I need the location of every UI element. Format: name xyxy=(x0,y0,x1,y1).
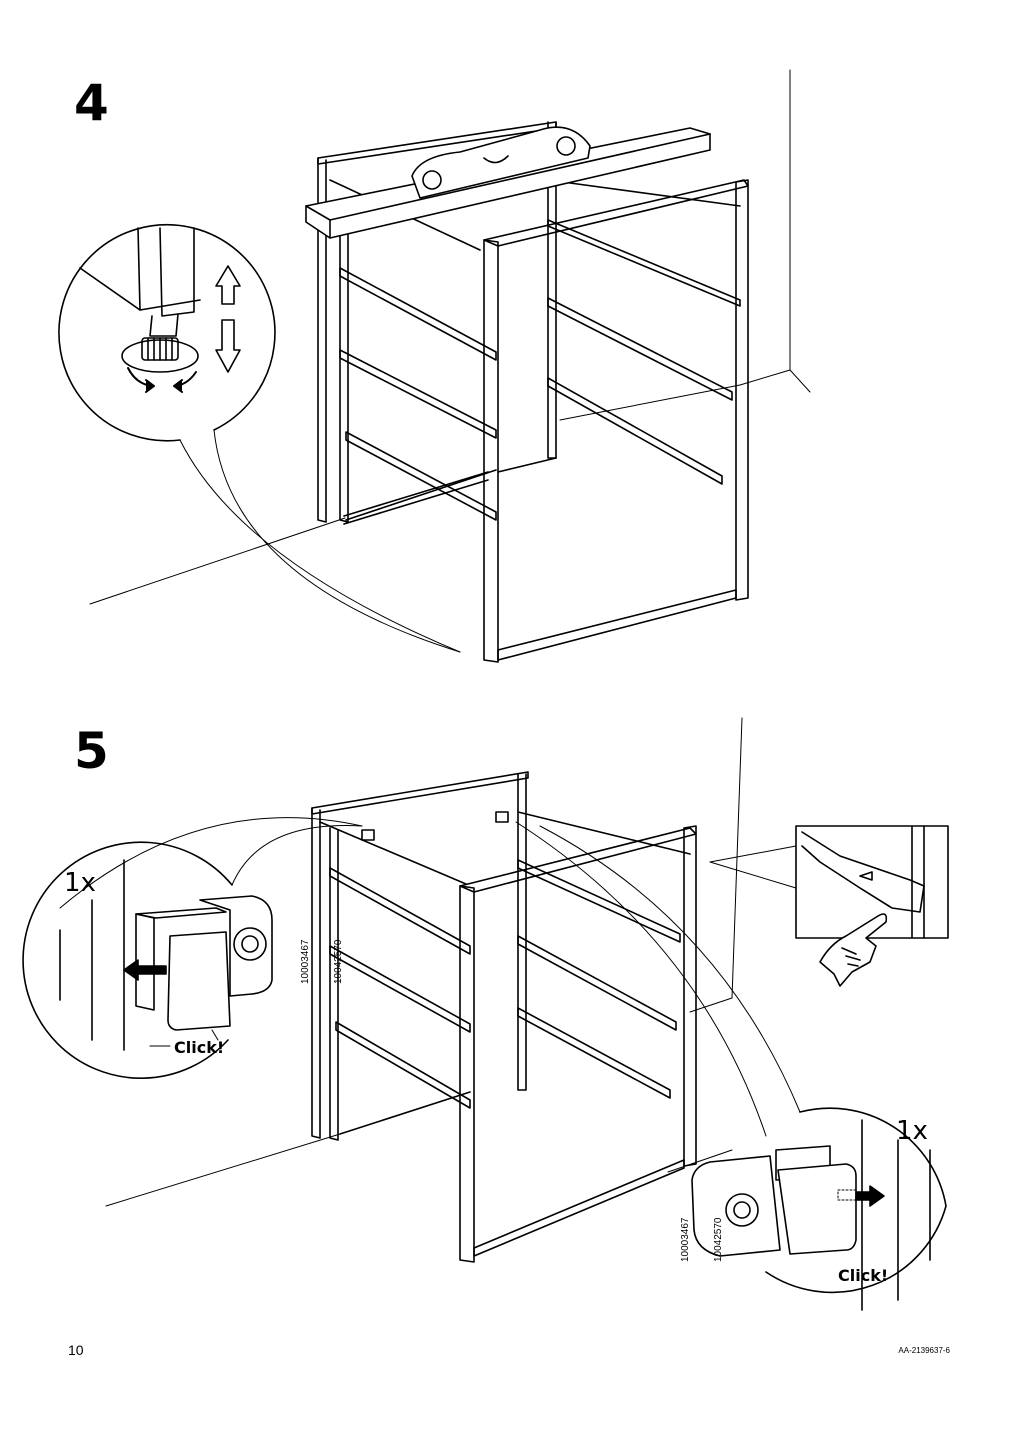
clip-icon xyxy=(135,895,273,1031)
finger-press-icon xyxy=(819,913,888,987)
step-4-number: 4 xyxy=(74,74,109,132)
right-click-label: Click! xyxy=(838,1266,889,1285)
right-quantity-label: 1x xyxy=(896,1116,928,1146)
article-number: 10042570 xyxy=(333,939,344,985)
push-arrow-icon xyxy=(855,1185,885,1207)
spirit-level-icon xyxy=(305,126,711,239)
right-article-numbers: 10003467 10042570 xyxy=(658,1218,735,1263)
left-clip-detail xyxy=(22,817,363,1080)
step-4-illustration xyxy=(58,69,811,663)
document-code: AA-2139637-6 xyxy=(898,1346,950,1355)
adjustable-foot-detail xyxy=(58,223,461,653)
step-5-number: 5 xyxy=(74,722,109,780)
up-down-arrows-icon xyxy=(215,265,241,373)
page-number: 10 xyxy=(68,1342,84,1358)
rotate-arrows-icon xyxy=(127,367,197,393)
room-lines xyxy=(105,717,743,1207)
rail-detail-box xyxy=(709,825,949,987)
push-arrow-icon xyxy=(123,959,167,981)
left-click-label: Click! xyxy=(174,1038,225,1057)
clip-icon xyxy=(691,1145,857,1257)
left-quantity-label: 1x xyxy=(64,868,96,898)
adjustable-foot-icon xyxy=(79,227,201,373)
article-number: 10003467 xyxy=(300,939,311,985)
drawer-frame-step4 xyxy=(317,121,749,663)
article-number: 10042570 xyxy=(713,1217,724,1263)
drawer-frame-step5 xyxy=(311,771,697,1263)
right-clip-detail xyxy=(515,821,947,1311)
left-article-numbers: 10003467 10042570 xyxy=(278,940,355,985)
step-5-illustration xyxy=(22,717,949,1311)
room-lines xyxy=(89,69,811,605)
article-number: 10003467 xyxy=(680,1217,691,1263)
